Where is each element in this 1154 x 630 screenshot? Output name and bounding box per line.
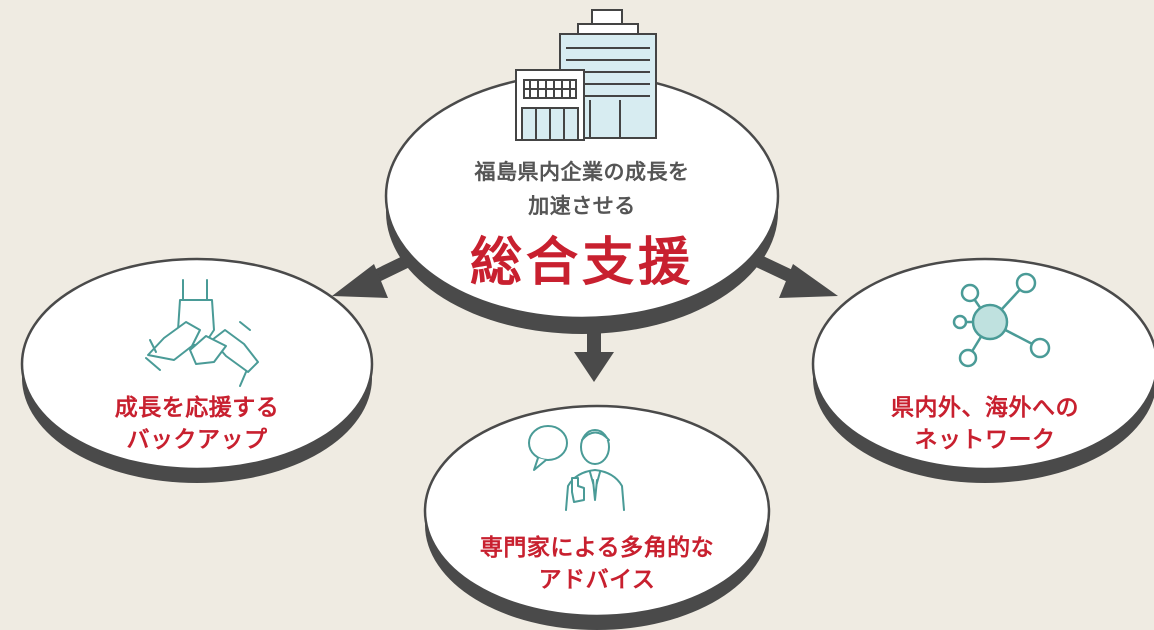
left-label-line2: バックアップ xyxy=(126,427,268,453)
bottom-label-line2: アドバイス xyxy=(538,567,656,593)
network-nodes-icon xyxy=(952,272,1051,368)
center-subtitle-line1: 福島県内企業の成長を xyxy=(474,160,690,184)
advisor-speech-icon xyxy=(528,425,625,511)
center-disc xyxy=(384,72,780,334)
bottom-disc xyxy=(423,404,771,630)
center-headline: 総合支援 xyxy=(469,233,694,293)
joined-hands-icon xyxy=(145,279,259,387)
right-disc xyxy=(811,257,1154,483)
left-label-line1: 成長を応援する xyxy=(114,395,280,421)
center-subtitle-line2: 加速させる xyxy=(528,194,636,218)
right-label-line2: ネットワーク xyxy=(914,427,1056,453)
bottom-label-line1: 専門家による多角的な xyxy=(479,535,715,561)
office-buildings-icon xyxy=(515,9,657,141)
right-label-line1: 県内外、海外への xyxy=(891,395,1079,421)
